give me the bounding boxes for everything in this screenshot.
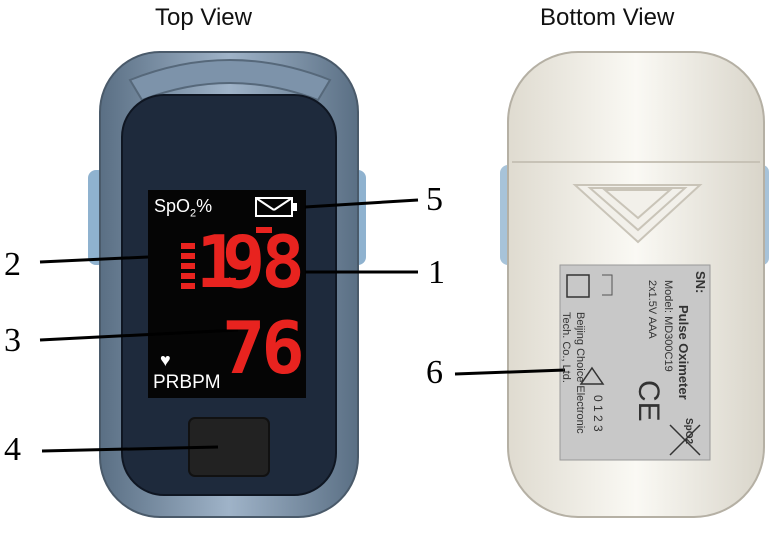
top-clip [128,59,332,102]
pulse-bar-3 [181,263,195,269]
pulse-bar-5 [181,283,195,289]
label-spo2-mark: SpO2 [683,418,694,445]
callout-5: 5 [426,181,443,218]
recycle-icon [602,274,613,296]
callout-3: 3 [4,322,21,359]
spo2-mark-icon [669,424,701,456]
pulse-bar-1 [181,243,195,249]
pulse-bar-4 [181,273,195,279]
leader-line-6 [454,368,566,376]
label-battery: 2x1.5V AAA [646,280,658,339]
heart-icon: ♥ [160,350,171,370]
callout-2: 2 [4,246,21,283]
grip-chevrons [572,184,703,244]
spo2-lead-digit: 1 [196,220,239,304]
leader-line-3 [39,328,239,342]
ce-mark: CE [632,380,665,422]
top-view-device [88,51,366,518]
prbpm-label: PRBPM [153,372,221,393]
notified-body-number: 0 1 2 3 [591,395,605,432]
callout-4: 4 [4,431,21,468]
label-maker-2: Tech. Co., Ltd. [560,312,572,383]
pulse-bar-2 [181,253,195,259]
warning-icon [579,366,605,385]
bottom-view-device [500,51,769,518]
spo2-label: SpO2% [154,196,213,220]
callout-6: 6 [426,354,443,391]
label-sn: SN: [693,271,708,294]
label-model: Model: MD300C19 [662,280,674,372]
spo2-value: 98 [222,220,305,304]
leader-line-4 [41,445,219,453]
callout-1: 1 [428,254,445,291]
label-product: Pulse Oximeter [676,305,691,400]
leader-line-5 [304,198,419,209]
lcd-screen [148,190,306,398]
bf-symbol-icon [566,274,590,298]
leader-line-2 [39,255,149,264]
label-maker-1: Beijing Choice Electronic [574,312,586,434]
top-view-title: Top View [155,4,252,31]
bottom-view-title: Bottom View [540,4,675,31]
pulse-rate-value: 76 [222,306,305,390]
